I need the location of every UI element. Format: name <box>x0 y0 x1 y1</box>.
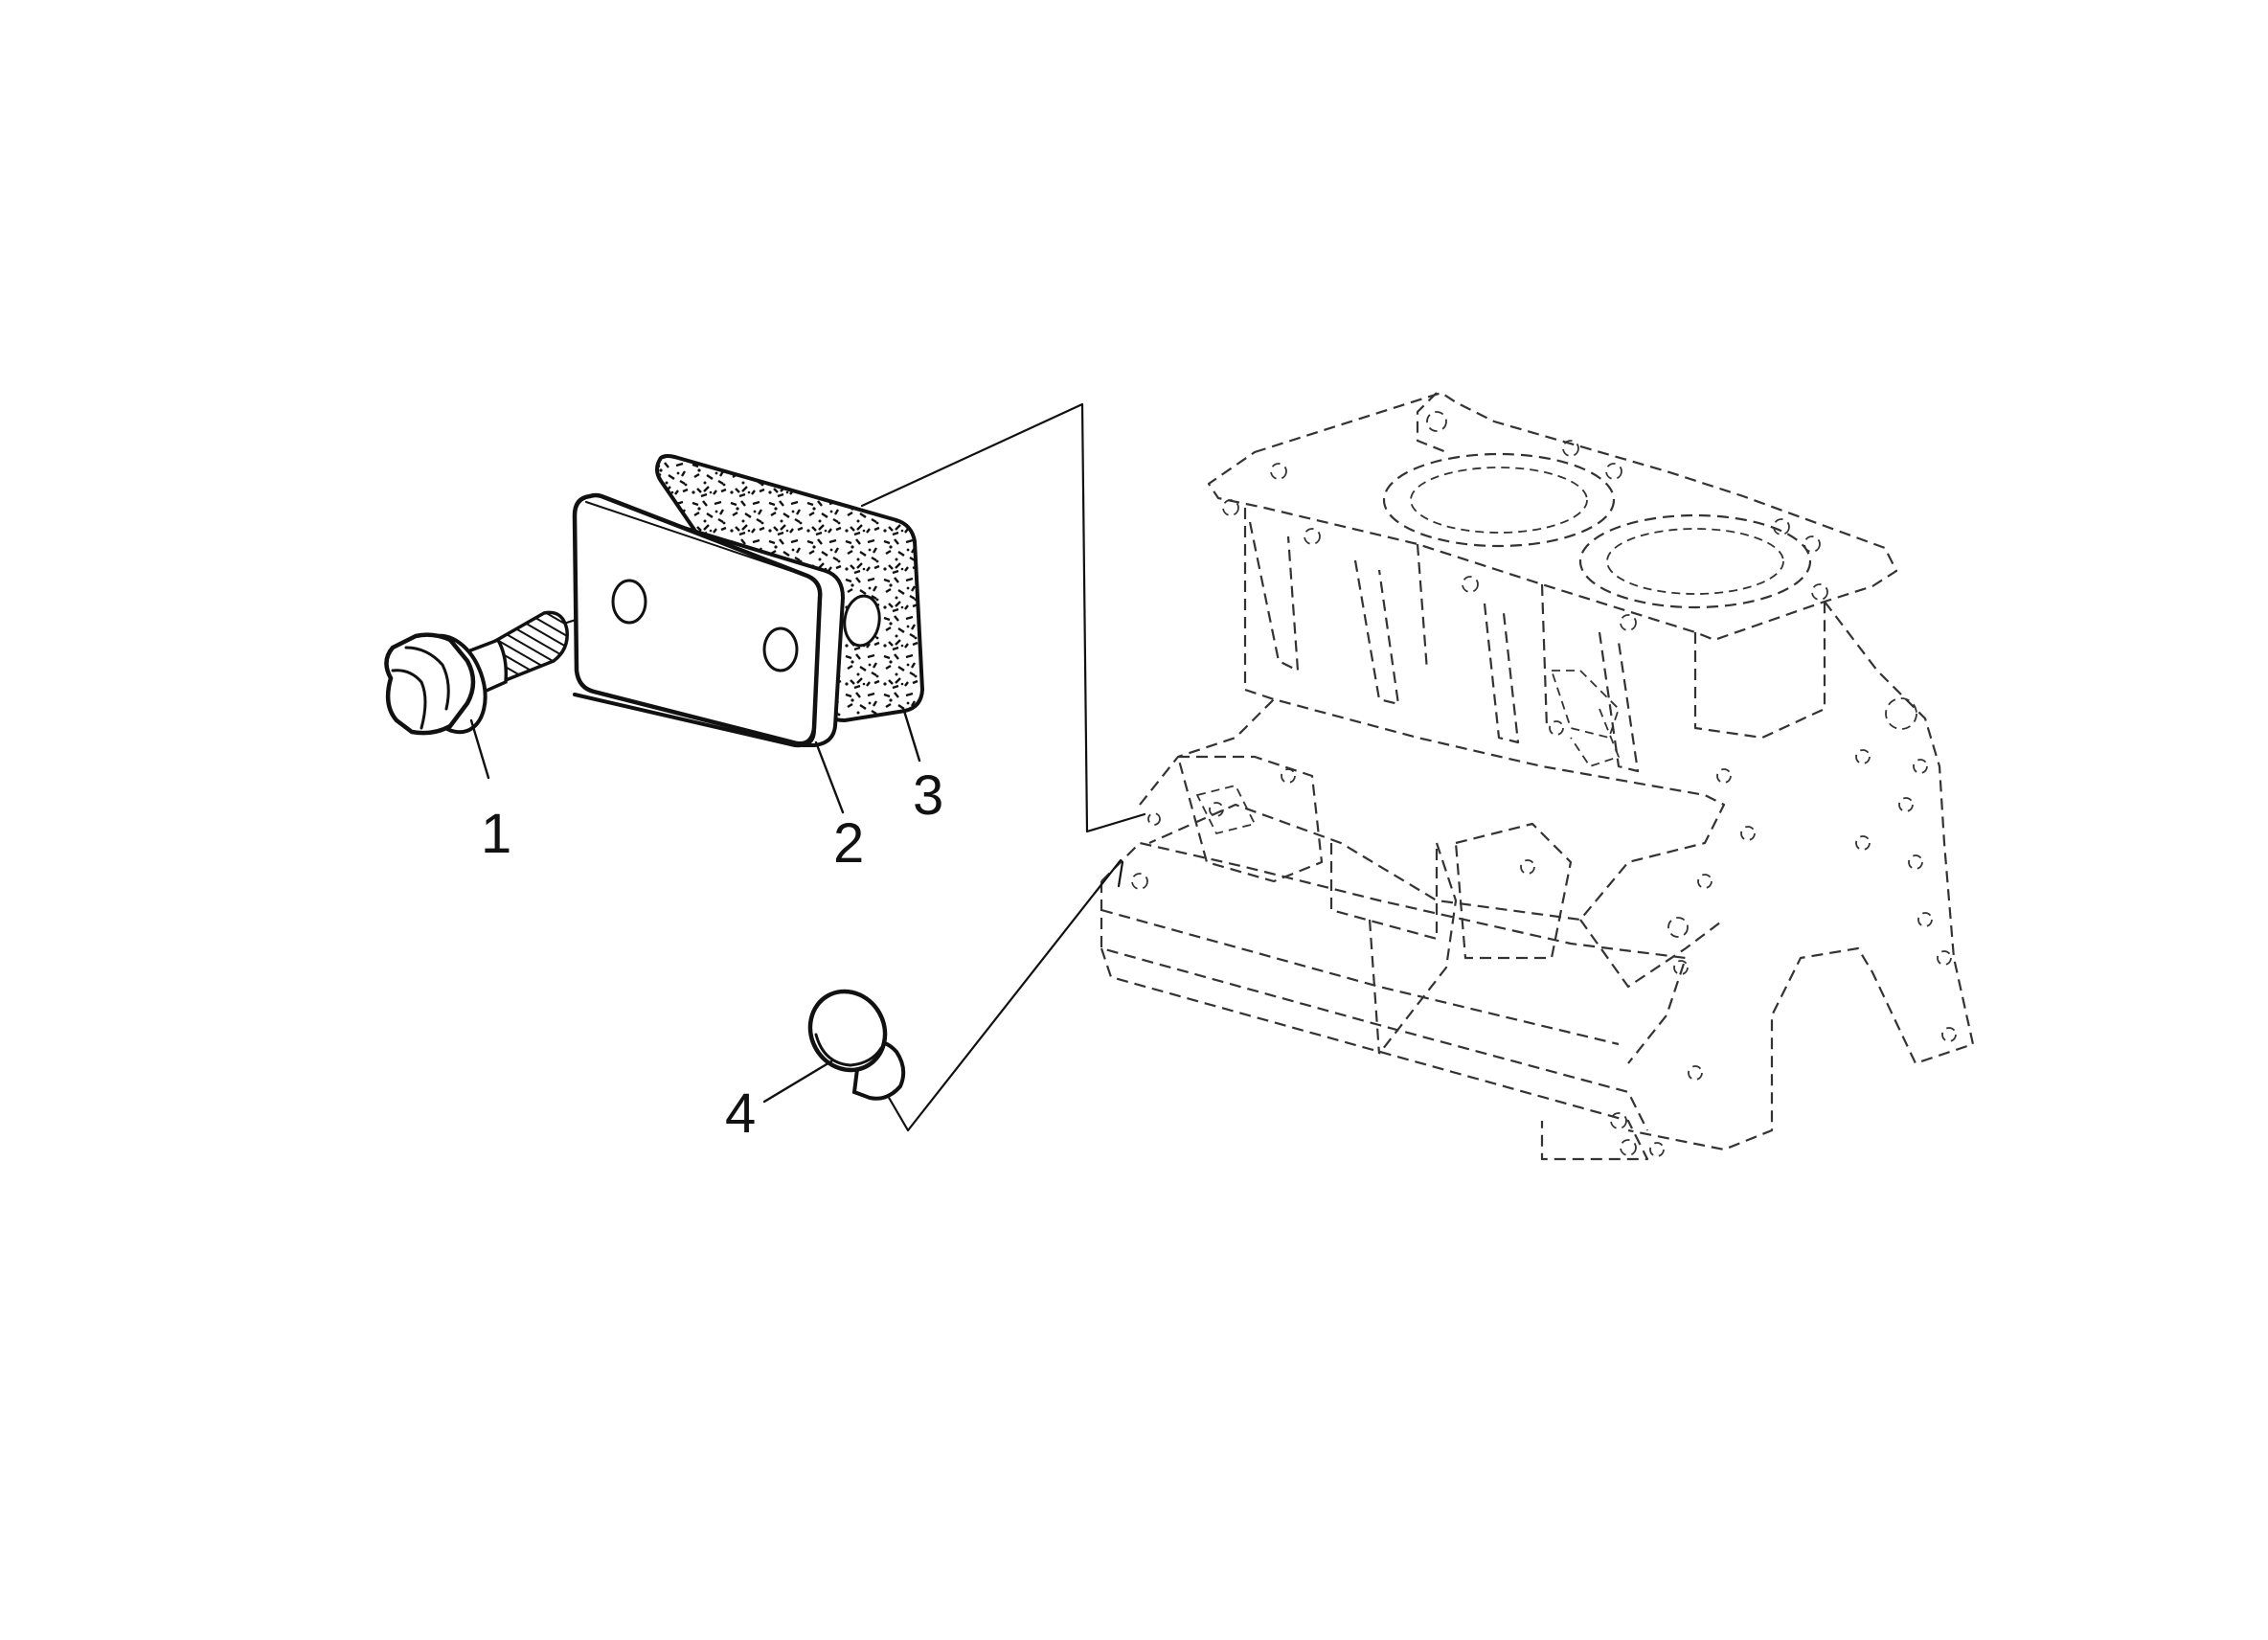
expansion-plug-icon <box>807 989 906 1101</box>
deck-bolt-holes <box>1222 411 1828 631</box>
engine-cylinder-block-icon <box>1100 391 1975 1161</box>
callout-label-1: 1 <box>481 803 511 865</box>
callout-leaders <box>469 709 921 1104</box>
right-face-holes <box>1610 697 1957 1157</box>
callout-label-2: 2 <box>833 812 864 875</box>
flanged-hex-bolt-icon <box>384 610 569 736</box>
callout-label-3: 3 <box>913 764 943 827</box>
callout-label-4: 4 <box>725 1082 756 1145</box>
cover-plate-icon <box>572 492 846 748</box>
